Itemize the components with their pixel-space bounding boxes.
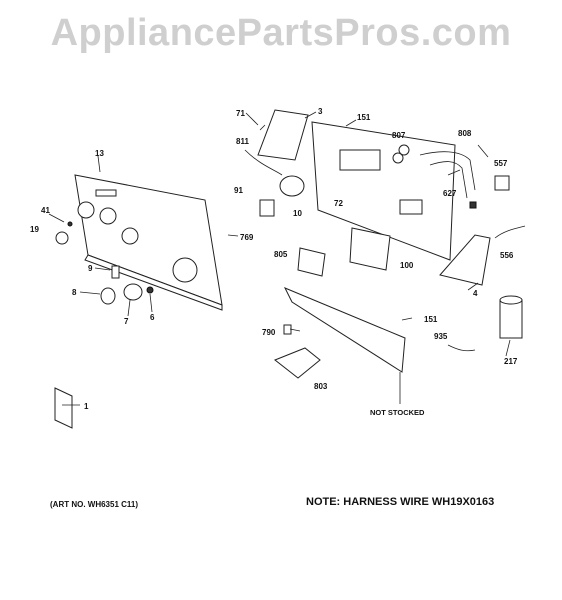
- label-811: 811: [236, 137, 249, 146]
- wire-935-part: [447, 344, 476, 352]
- bracket-4-part: [439, 234, 491, 286]
- label-935: 935: [434, 332, 448, 341]
- switch-91-part: [259, 199, 275, 217]
- label-557: 557: [494, 159, 508, 168]
- label-71: 71: [236, 109, 245, 118]
- wire-811-part: [244, 149, 283, 176]
- knob-19-part: [55, 231, 69, 245]
- label-19: 19: [30, 225, 39, 234]
- label-769: 769: [240, 233, 254, 242]
- label-8: 8: [72, 288, 77, 297]
- button-9-part: [111, 265, 120, 279]
- label-807: 807: [392, 131, 406, 140]
- art-number: (ART NO. WH6351 C11): [50, 500, 139, 509]
- label-151-top: 151: [357, 113, 371, 122]
- hose-808-part: [419, 151, 476, 191]
- label-1: 1: [84, 402, 89, 411]
- label-805: 805: [274, 250, 288, 259]
- label-7: 7: [124, 317, 129, 326]
- clip-6-part: [146, 286, 154, 294]
- part-803-part: [274, 347, 321, 379]
- capacitor-217-part: [499, 299, 523, 339]
- label-217: 217: [504, 357, 518, 366]
- label-151-bottom: 151: [424, 315, 438, 324]
- control-panel-part: [74, 174, 223, 311]
- label-91: 91: [234, 186, 243, 195]
- wire-556-part: [494, 225, 526, 239]
- label-13: 13: [95, 149, 104, 158]
- label-10: 10: [293, 209, 302, 218]
- label-808: 808: [458, 129, 472, 138]
- label-9: 9: [88, 264, 93, 273]
- harness-note: NOTE: HARNESS WIRE WH19X0163: [306, 496, 495, 508]
- label-803: 803: [314, 382, 328, 391]
- watermark: AppliancePartsPros.com: [50, 12, 512, 54]
- valve-805-part: [297, 247, 326, 277]
- label-4: 4: [473, 289, 478, 298]
- washer-807-part: [392, 152, 404, 164]
- part-627-part: [469, 201, 477, 209]
- label-72: 72: [334, 199, 343, 208]
- connector-557-part: [494, 175, 510, 191]
- label-556: 556: [500, 251, 514, 260]
- endcap-3-part: [257, 109, 309, 161]
- timer-10-part: [279, 175, 305, 197]
- screw-41-part: [67, 221, 73, 227]
- not-stocked-note: NOT STOCKED: [370, 408, 425, 417]
- label-790: 790: [262, 328, 276, 337]
- label-41: 41: [41, 206, 50, 215]
- lower-panel-part: [283, 287, 406, 373]
- label-100: 100: [400, 261, 414, 270]
- part-790-part: [283, 324, 292, 335]
- label-3: 3: [318, 107, 323, 116]
- label-627: 627: [443, 189, 457, 198]
- knob-8-part: [100, 287, 116, 305]
- knob-7-part: [123, 283, 143, 301]
- manual-1-part: [54, 387, 73, 429]
- part-100-part: [349, 227, 391, 271]
- label-6: 6: [150, 313, 155, 322]
